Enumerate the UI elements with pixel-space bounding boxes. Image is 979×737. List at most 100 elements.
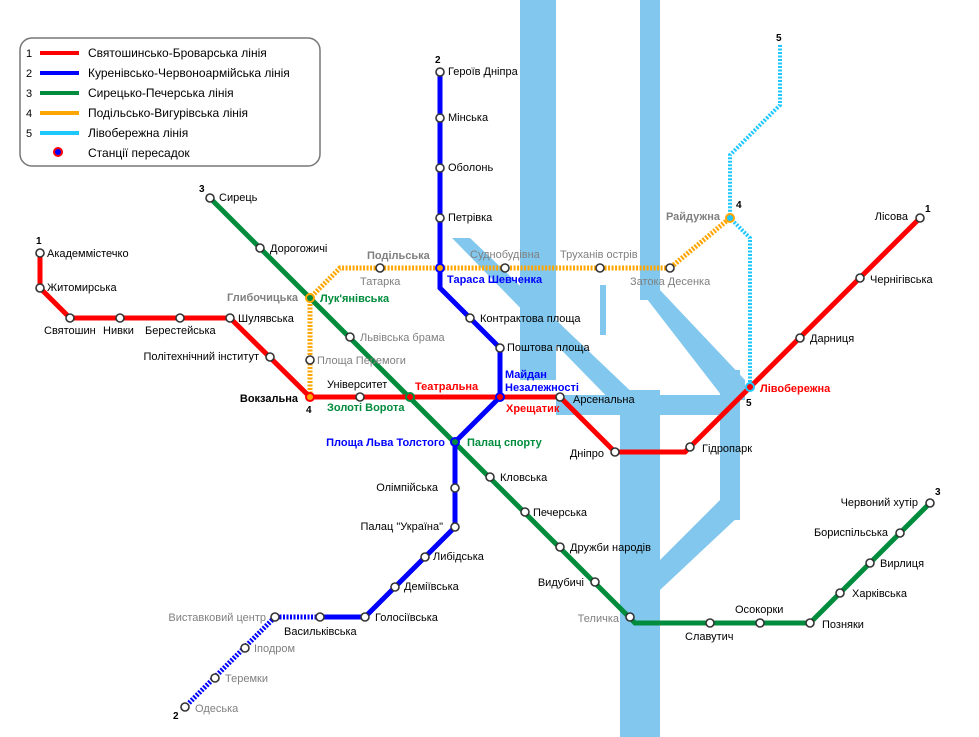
legend-num: 4 — [26, 108, 32, 120]
station-label[interactable]: Вирлиця — [880, 558, 924, 570]
legend-label: Куренівсько-Червоноармійська лінія — [88, 66, 290, 80]
station-label[interactable]: Либідська — [433, 551, 485, 563]
station-label[interactable]: Бориспільська — [814, 527, 889, 539]
station-label[interactable]: Голосіївська — [375, 612, 439, 624]
station-label[interactable]: Райдужна — [666, 211, 721, 223]
legend-num: 5 — [26, 128, 32, 140]
station-label[interactable]: Дарниця — [810, 333, 854, 345]
line-4-station-labels: Площа Перемоги Глибочицька Татарка Поділ… — [227, 211, 721, 367]
station-label[interactable]: Шулявська — [238, 313, 295, 325]
line-3-number: 3 — [199, 184, 205, 195]
station-label[interactable]: Видубичі — [538, 577, 584, 589]
legend-item-line-3: 3 Сирецько-Печерська лінія — [26, 86, 234, 100]
line-1-station-labels: Академмістечко Житомирська Святошин Нивк… — [44, 211, 934, 460]
legend-num: 1 — [26, 48, 32, 60]
station-label[interactable]: Палац спорту — [467, 437, 543, 449]
station-label[interactable]: Теремки — [225, 673, 268, 685]
station-label[interactable]: Нивки — [103, 325, 134, 337]
line-5-lightblue — [728, 45, 782, 387]
station-label[interactable]: Глибочицька — [227, 292, 299, 304]
station-label[interactable]: Вокзальна — [240, 393, 299, 405]
legend-item-interchange: Станції пересадок — [53, 146, 190, 160]
station-label[interactable]: Подільська — [367, 250, 431, 262]
station-label[interactable]: Житомирська — [47, 282, 117, 294]
line-4-number: 4 — [736, 200, 742, 211]
line-1-number: 1 — [36, 236, 42, 247]
legend-item-line-4: 4 Подільсько-Вигурівська лінія — [26, 106, 248, 120]
station-label[interactable]: Незалежності — [505, 382, 579, 394]
station-label[interactable]: Олімпійська — [376, 482, 439, 494]
station-label[interactable]: Площа Перемоги — [317, 355, 406, 367]
station-label[interactable]: Лук'янівська — [320, 293, 390, 305]
station-label[interactable]: Контрактова площа — [480, 313, 581, 325]
station-label[interactable]: Гідропарк — [702, 443, 752, 455]
station-label[interactable]: Іподром — [254, 643, 295, 655]
interchange-icon — [53, 147, 63, 157]
station-label[interactable]: Теличка — [578, 613, 620, 625]
legend-num: 3 — [26, 88, 32, 100]
line-1-number: 1 — [925, 204, 931, 215]
station-label[interactable]: Петрівка — [448, 212, 493, 224]
legend-label: Станції пересадок — [88, 146, 190, 160]
line-3-station-labels: Сирець Дорогожичі Лук'янівська Львівська… — [219, 192, 924, 643]
station-label[interactable]: Суднобудівна — [470, 249, 541, 261]
station-label[interactable]: Героїв Дніпра — [448, 66, 519, 78]
station-label[interactable]: Позняки — [822, 619, 864, 631]
station-label[interactable]: Золоті Ворота — [327, 402, 405, 414]
station-label[interactable]: Харківська — [852, 588, 908, 600]
station-label[interactable]: Чернігівська — [870, 274, 934, 286]
station-label[interactable]: Печерська — [533, 507, 588, 519]
station-label[interactable]: Мінська — [448, 112, 489, 124]
line-4-number: 4 — [306, 405, 312, 416]
station-label[interactable]: Лівобережна — [760, 383, 831, 395]
station-label[interactable]: Академмістечко — [47, 248, 129, 260]
station-label[interactable]: Дорогожичі — [270, 243, 327, 255]
station-label[interactable]: Поштова площа — [507, 342, 590, 354]
interchange-markers — [305, 213, 755, 447]
station-label[interactable]: Васильківська — [284, 626, 358, 638]
line-number-labels: 1 1 2 2 3 3 4 4 5 5 — [36, 33, 941, 722]
station-label[interactable]: Червоний хутір — [841, 497, 918, 509]
line-4-orange — [307, 216, 732, 397]
station-label[interactable]: Палац "Україна" — [360, 521, 443, 533]
line-2-number: 2 — [435, 55, 441, 66]
station-label[interactable]: Труханів острів — [560, 249, 638, 261]
station-label[interactable]: Сирець — [219, 192, 258, 204]
station-label[interactable]: Святошин — [44, 325, 96, 337]
station-label[interactable]: Одеська — [195, 703, 239, 715]
line-5-number: 5 — [746, 398, 752, 409]
line-2-number: 2 — [173, 711, 179, 722]
station-label[interactable]: Арсенальна — [573, 394, 635, 406]
station-label[interactable]: Майдан — [505, 369, 547, 381]
station-label[interactable]: Осокорки — [735, 604, 783, 616]
station-markers — [35, 67, 935, 712]
station-label[interactable]: Затока Десенка — [630, 276, 711, 288]
station-label[interactable]: Політехнічний інститут — [143, 351, 259, 363]
station-label[interactable]: Дружби народів — [570, 542, 651, 554]
line-2-station-labels: Героїв Дніпра Мінська Оболонь Петрівка Т… — [168, 66, 590, 715]
dnipro-river — [452, 0, 745, 737]
station-label[interactable]: Хрещатик — [506, 403, 560, 415]
station-label[interactable]: Деміївська — [404, 581, 460, 593]
legend-label: Сирецько-Печерська лінія — [88, 86, 234, 100]
station-label[interactable]: Львівська брама — [360, 332, 446, 344]
station-label[interactable]: Дніпро — [570, 448, 604, 460]
station-label[interactable]: Татарка — [360, 276, 401, 288]
line-5-number: 5 — [776, 33, 782, 44]
station-label[interactable]: Виставковий центр — [168, 612, 266, 624]
legend-label: Подільсько-Вигурівська лінія — [88, 106, 248, 120]
station-label[interactable]: Тараса Шевченка — [447, 274, 543, 286]
station-label[interactable]: Університет — [327, 379, 387, 391]
line-3-number: 3 — [935, 487, 941, 498]
station-label[interactable]: Кловська — [500, 472, 548, 484]
station-label[interactable]: Театральна — [415, 381, 479, 393]
station-label[interactable]: Берестейська — [145, 325, 217, 337]
station-label[interactable]: Славутич — [685, 631, 734, 643]
station-label[interactable]: Оболонь — [448, 162, 493, 174]
station-label[interactable]: Лісова — [875, 211, 909, 223]
station-label[interactable]: Площа Льва Толстого — [326, 437, 445, 449]
